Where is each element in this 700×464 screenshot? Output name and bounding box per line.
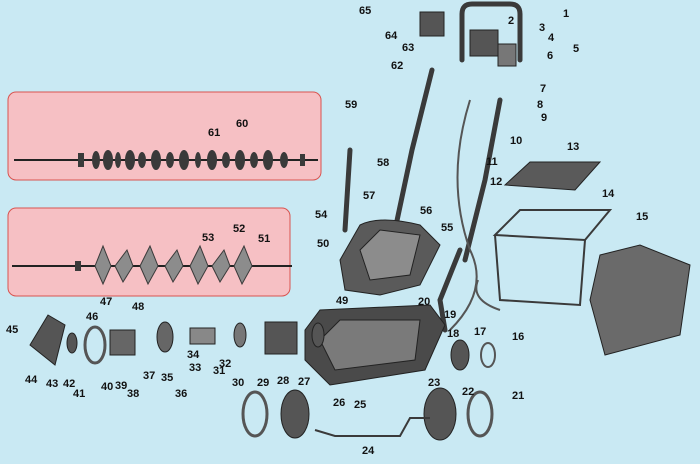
part-number-50: 50 [317,238,330,250]
motor-cover [339,219,441,296]
part-number-12: 12 [490,176,503,188]
handle-assembly [342,1,523,333]
part-number-64: 64 [385,30,398,42]
part-number-23: 23 [428,377,441,389]
part-number-56: 56 [420,205,433,217]
scarifier-roller-panel [7,91,322,181]
part-number-55: 55 [441,222,454,234]
part-number-20: 20 [418,296,431,308]
part-number-48: 48 [132,301,145,313]
part-number-54: 54 [315,209,328,221]
part-number-45: 45 [6,324,19,336]
part-number-32: 32 [219,358,232,370]
part-number-24: 24 [362,445,375,457]
grass-catcher-bag [589,244,691,356]
part-number-59: 59 [345,99,358,111]
part-number-49: 49 [336,295,349,307]
part-number-4: 4 [548,32,555,44]
part-number-58: 58 [377,157,390,169]
part-number-26: 26 [333,397,346,409]
part-number-17: 17 [474,326,487,338]
grass-catcher-top [503,161,602,191]
part-number-34: 34 [187,349,200,361]
part-number-10: 10 [510,135,523,147]
part-number-14: 14 [602,188,615,200]
grass-catcher-frame [492,209,613,307]
part-number-21: 21 [512,390,525,402]
part-number-13: 13 [567,141,580,153]
part-number-9: 9 [541,112,548,124]
part-number-46: 46 [86,311,99,323]
part-number-8: 8 [537,99,544,111]
part-number-25: 25 [354,399,367,411]
part-number-19: 19 [444,309,457,321]
aerator-roller [12,244,292,286]
part-number-38: 38 [127,388,140,400]
part-number-27: 27 [298,376,311,388]
part-number-65: 65 [359,5,372,17]
part-number-42: 42 [63,378,76,390]
part-number-53: 53 [202,232,215,244]
part-number-30: 30 [232,377,245,389]
part-number-63: 63 [402,42,415,54]
part-number-29: 29 [257,377,270,389]
part-number-18: 18 [447,328,460,340]
part-number-2: 2 [508,15,515,27]
part-number-1: 1 [563,8,570,20]
part-number-44: 44 [25,374,38,386]
part-number-16: 16 [512,331,525,343]
part-number-7: 7 [540,83,547,95]
part-number-47: 47 [100,296,113,308]
switch-box [469,29,499,57]
main-housing [304,304,446,386]
part-number-35: 35 [161,372,174,384]
part-number-6: 6 [547,50,554,62]
part-number-39: 39 [115,380,128,392]
part-number-5: 5 [573,43,580,55]
part-number-11: 11 [486,156,498,168]
part-number-3: 3 [539,22,546,34]
part-number-57: 57 [363,190,376,202]
cable-clip [497,43,517,67]
part-number-15: 15 [636,211,649,223]
drive-parts [29,314,325,366]
lever-housing [419,11,445,37]
part-number-28: 28 [277,375,290,387]
wheels [241,339,496,441]
part-number-37: 37 [143,370,156,382]
part-number-33: 33 [189,362,202,374]
part-number-31: 31 [213,365,226,377]
part-number-43: 43 [46,378,59,390]
part-number-60: 60 [236,118,249,130]
part-number-51: 51 [258,233,271,245]
part-number-52: 52 [233,223,246,235]
part-number-22: 22 [462,386,475,398]
part-number-40: 40 [101,381,114,393]
axle [314,417,430,437]
part-number-62: 62 [391,60,404,72]
scarifier-roller [14,150,318,170]
part-number-36: 36 [175,388,188,400]
part-number-41: 41 [73,388,86,400]
part-number-61: 61 [208,127,221,139]
cables [449,99,501,331]
